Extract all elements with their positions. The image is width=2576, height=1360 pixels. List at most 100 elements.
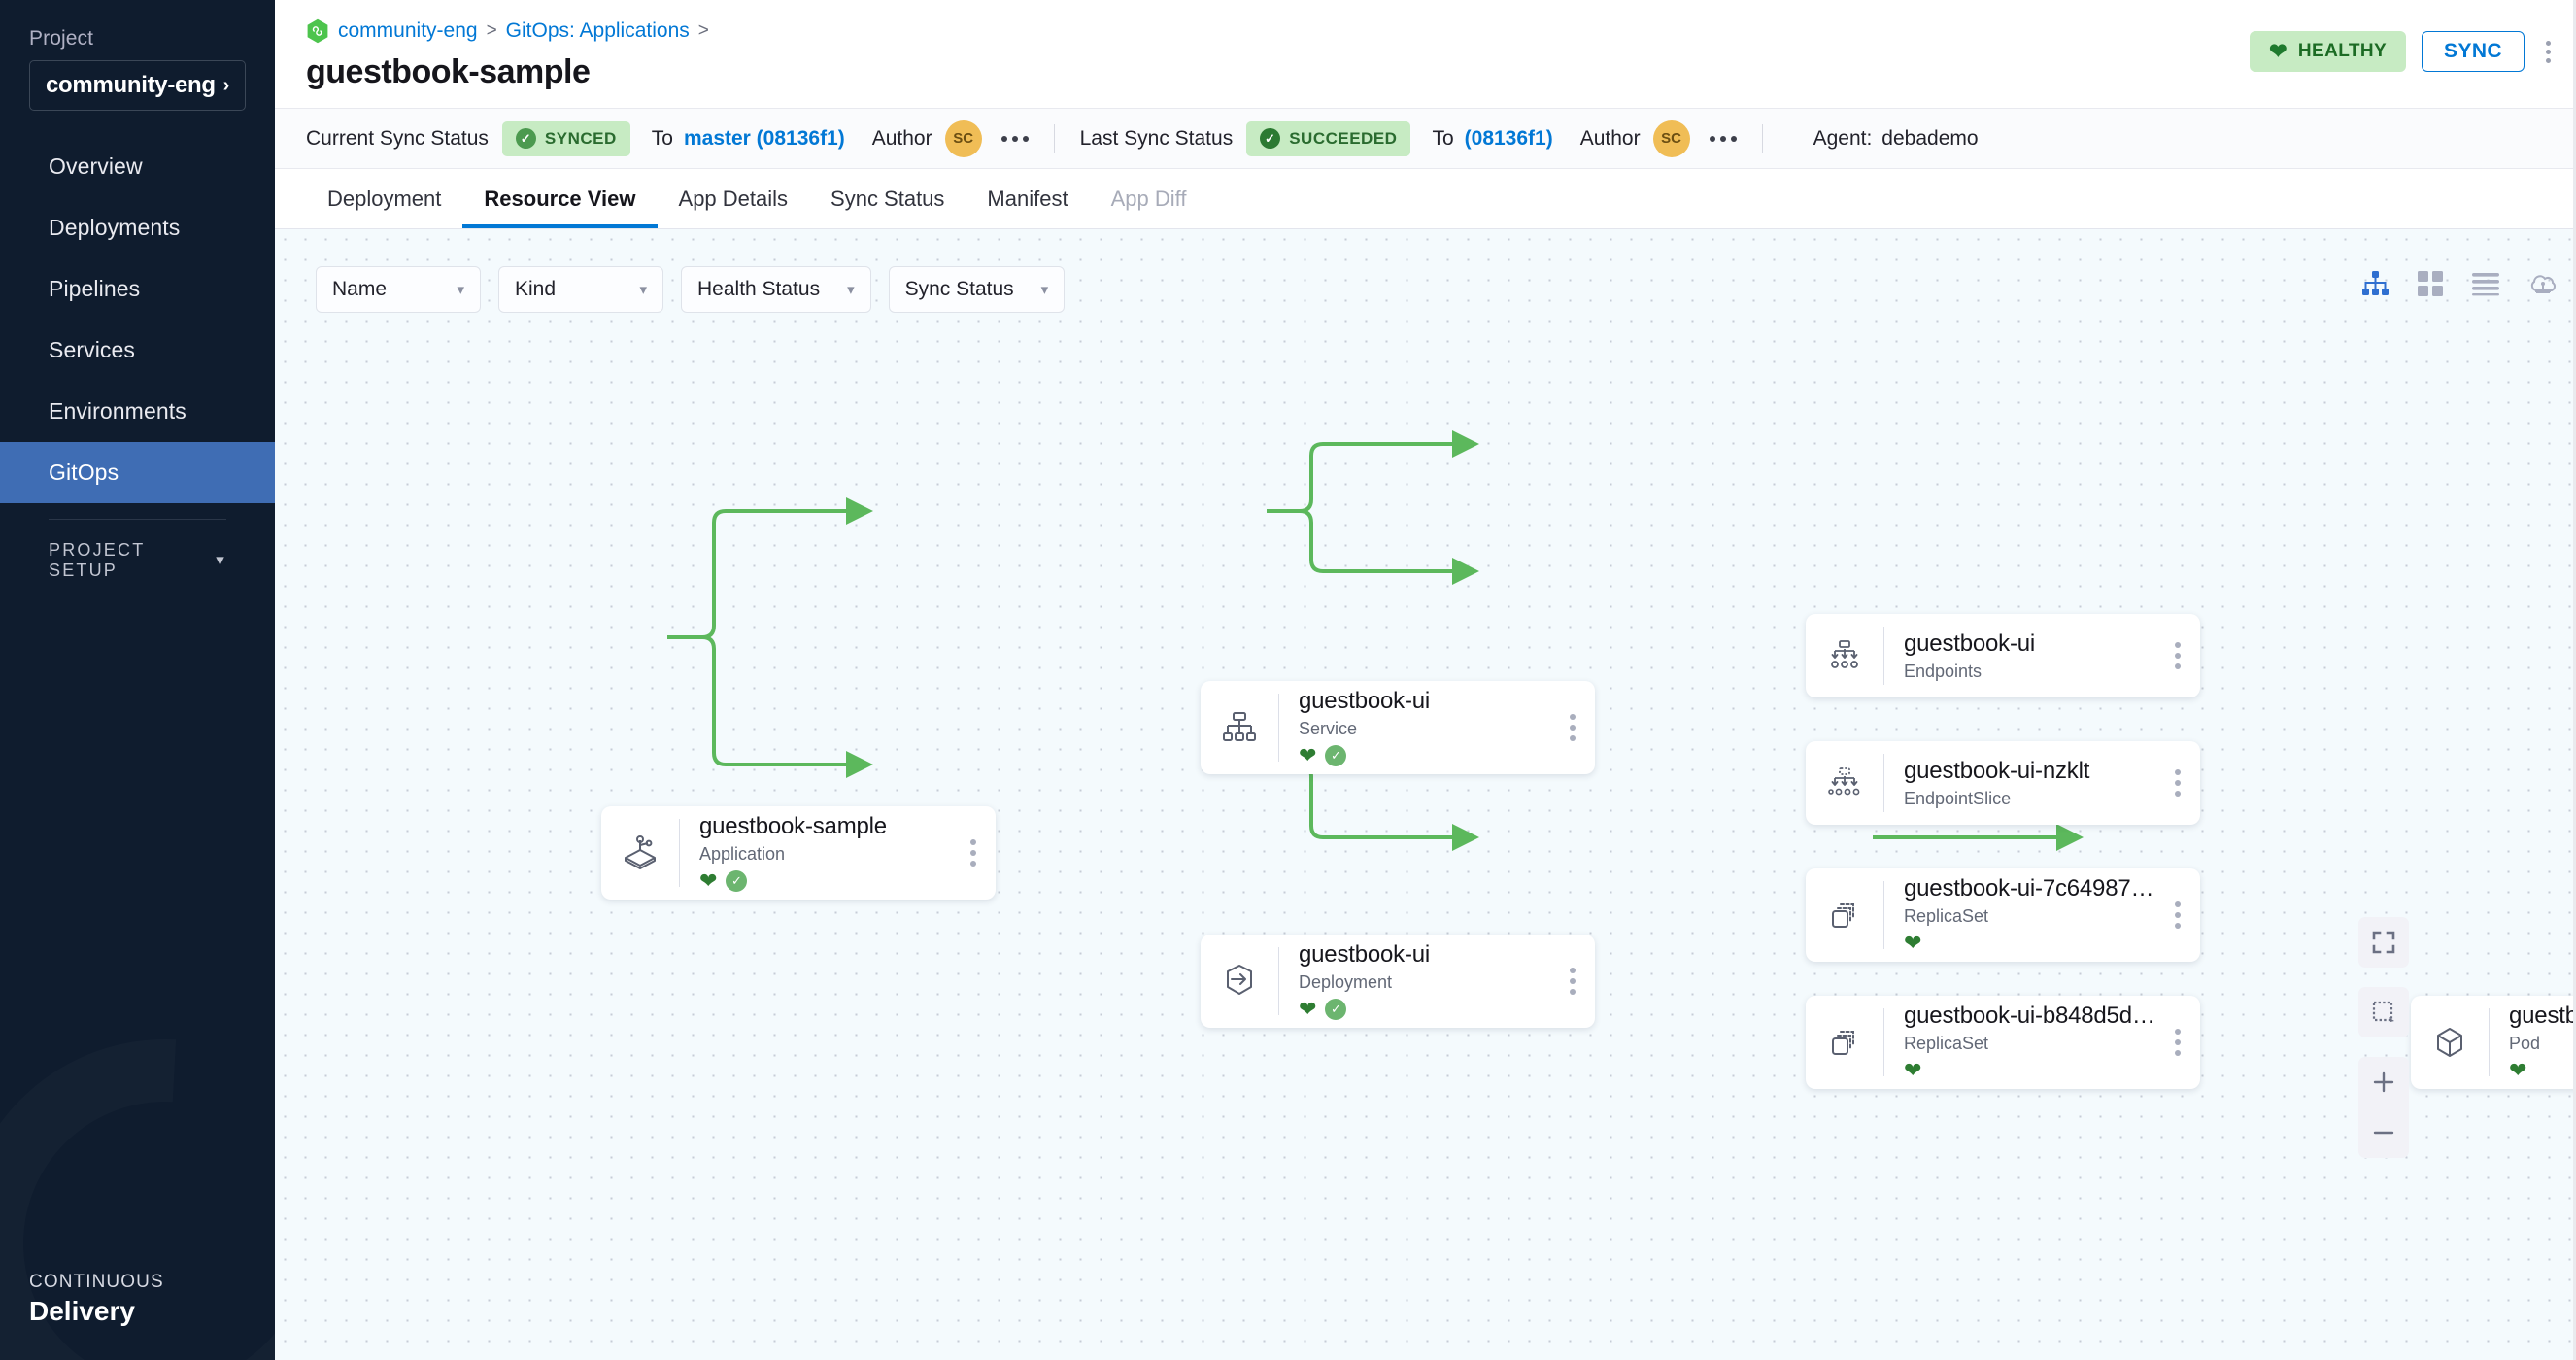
- graph-node-endpoints[interactable]: guestbook-ui Endpoints: [1806, 614, 2200, 697]
- tab-sync-status[interactable]: Sync Status: [809, 169, 966, 228]
- filter-sync-status[interactable]: Sync Status ▾: [888, 266, 1066, 313]
- sidebar-item-environments[interactable]: Environments: [0, 381, 275, 442]
- application-icon: [601, 833, 679, 873]
- tab-label: Sync Status: [830, 186, 945, 211]
- sidebar: Project community-eng › Overview Deploym…: [0, 0, 275, 1360]
- view-toggle-group: [2360, 270, 2559, 297]
- breadcrumb-separator: >: [486, 20, 497, 41]
- current-to-label: To: [651, 126, 673, 150]
- avatar[interactable]: SC: [944, 119, 982, 157]
- vertical-more-icon[interactable]: [2540, 35, 2557, 69]
- zoom-out-icon[interactable]: [2358, 1107, 2409, 1158]
- breadcrumb-item-gitops-applications[interactable]: GitOps: Applications: [505, 19, 690, 42]
- node-badges: ❤: [1904, 1059, 2155, 1082]
- last-sync-more-icon[interactable]: [1709, 135, 1737, 142]
- graph-node-replicaset-b848d5d9d[interactable]: guestbook-ui-b848d5d9d ReplicaSet ❤: [1806, 996, 2200, 1089]
- node-more-icon[interactable]: [2165, 769, 2200, 797]
- selection-box-icon[interactable]: [2358, 987, 2409, 1037]
- node-body: guestbook-ui-b848d5d9d ReplicaSet ❤: [1884, 1003, 2165, 1082]
- sidebar-section-label: PROJECT SETUP: [49, 540, 146, 580]
- sync-status-bar: Current Sync Status ✓ SYNCED To master (…: [275, 109, 2576, 169]
- tab-bar: Deployment Resource View App Details Syn…: [275, 169, 2576, 229]
- sidebar-item-gitops[interactable]: GitOps: [0, 442, 275, 503]
- last-sync-status-value: SUCCEEDED: [1289, 128, 1398, 148]
- tab-label: Deployment: [327, 186, 442, 211]
- graph-node-endpointslice[interactable]: guestbook-ui-nzklt EndpointSlice: [1806, 741, 2200, 825]
- filter-label: Health Status: [697, 278, 821, 300]
- filter-label: Sync Status: [904, 278, 1014, 300]
- zoom-in-icon[interactable]: [2358, 1057, 2409, 1107]
- health-heart-icon: ❤: [1299, 997, 1317, 1021]
- replicaset-icon: [1806, 1023, 1883, 1062]
- node-more-icon[interactable]: [2165, 901, 2200, 929]
- agent-label: Agent:: [1813, 126, 1873, 150]
- last-revision-link[interactable]: (08136f1): [1464, 126, 1553, 150]
- node-kind: Service: [1299, 719, 1358, 738]
- chevron-down-icon: ▾: [457, 282, 464, 298]
- node-more-icon[interactable]: [2165, 642, 2200, 669]
- filter-kind[interactable]: Kind ▾: [498, 266, 663, 313]
- list-view-icon[interactable]: [2471, 271, 2500, 296]
- node-more-icon[interactable]: [961, 839, 996, 867]
- page-scrollbar[interactable]: [2573, 0, 2576, 1360]
- sync-button[interactable]: SYNC: [2422, 31, 2525, 72]
- chevron-down-icon: ▾: [639, 282, 647, 298]
- node-badges: ❤: [1904, 932, 2155, 955]
- node-kind: Pod: [2509, 1034, 2541, 1053]
- sidebar-item-overview[interactable]: Overview: [0, 136, 275, 197]
- current-sync-more-icon[interactable]: [1000, 135, 1029, 142]
- graph-node-replicaset-7c64987dc9[interactable]: guestbook-ui-7c64987dc9 ReplicaSet ❤: [1806, 868, 2200, 962]
- filter-health-status[interactable]: Health Status ▾: [681, 266, 871, 313]
- current-sync-status-value: SYNCED: [544, 128, 617, 148]
- graph-node-application[interactable]: guestbook-sample Application ❤ ✓: [601, 806, 996, 900]
- chevron-down-icon: ▾: [216, 551, 226, 569]
- node-body: guestbook-ui-nzklt EndpointSlice: [1884, 758, 2165, 809]
- tab-resource-view[interactable]: Resource View: [462, 169, 658, 228]
- node-name: guestbook-ui: [1904, 629, 2036, 657]
- tab-label: Resource View: [484, 186, 636, 211]
- sidebar-item-services[interactable]: Services: [0, 320, 275, 381]
- graph-node-deployment[interactable]: guestbook-ui Deployment ❤ ✓: [1201, 935, 1595, 1028]
- tab-manifest[interactable]: Manifest: [966, 169, 1089, 228]
- node-body: guestbook-ui-7c64987dc9 ReplicaSet ❤: [1884, 875, 2165, 955]
- filter-name[interactable]: Name ▾: [316, 266, 481, 313]
- fit-to-screen-icon[interactable]: [2358, 917, 2409, 968]
- status-badge-health: ❤ HEALTHY: [2250, 31, 2407, 72]
- breadcrumb-item-org[interactable]: community-eng: [338, 19, 478, 42]
- grid-view-icon[interactable]: [2417, 270, 2444, 297]
- node-kind: Application: [699, 844, 786, 864]
- service-icon: [1201, 708, 1278, 747]
- current-revision-link[interactable]: master (08136f1): [683, 126, 845, 150]
- tab-label: App Diff: [1110, 186, 1187, 211]
- agent-value: debademo: [1881, 126, 1979, 150]
- last-author-label: Author: [1579, 126, 1641, 150]
- current-sync-status-label: Current Sync Status: [306, 126, 489, 150]
- sidebar-item-deployments[interactable]: Deployments: [0, 197, 275, 258]
- node-kind: ReplicaSet: [1904, 1034, 1989, 1053]
- filter-bar: Name ▾ Kind ▾ Health Status ▾ Sync Statu…: [316, 266, 1066, 313]
- node-divider: [1278, 694, 1279, 762]
- resource-graph-canvas[interactable]: Name ▾ Kind ▾ Health Status ▾ Sync Statu…: [275, 229, 2576, 1360]
- graph-node-service[interactable]: guestbook-ui Service ❤ ✓: [1201, 681, 1595, 774]
- project-selector[interactable]: community-eng ›: [29, 60, 246, 111]
- sync-button-label: SYNC: [2444, 40, 2502, 62]
- node-more-icon[interactable]: [2165, 1029, 2200, 1056]
- tree-view-icon[interactable]: [2360, 270, 2390, 297]
- node-body: guestbook-ui-b848d5d9... Pod ❤: [2490, 1003, 2576, 1082]
- tab-deployment[interactable]: Deployment: [306, 169, 462, 228]
- graph-node-pod[interactable]: guestbook-ui-b848d5d9... Pod ❤: [2411, 996, 2576, 1089]
- avatar[interactable]: SC: [1652, 119, 1690, 157]
- sidebar-section-project-setup[interactable]: PROJECT SETUP ▾: [0, 540, 275, 580]
- sidebar-item-pipelines[interactable]: Pipelines: [0, 258, 275, 320]
- node-kind: Deployment: [1299, 972, 1393, 992]
- network-view-icon[interactable]: [2527, 270, 2559, 297]
- brand-top-label: CONTINUOUS: [29, 1272, 164, 1292]
- node-name: guestbook-ui: [1299, 688, 1431, 714]
- node-kind: EndpointSlice: [1904, 788, 2012, 808]
- tab-app-details[interactable]: App Details: [658, 169, 810, 228]
- sync-check-icon: ✓: [1325, 745, 1347, 766]
- filter-label: Kind: [515, 278, 557, 300]
- filter-label: Name: [332, 278, 388, 300]
- node-more-icon[interactable]: [1560, 968, 1595, 995]
- node-more-icon[interactable]: [1560, 714, 1595, 741]
